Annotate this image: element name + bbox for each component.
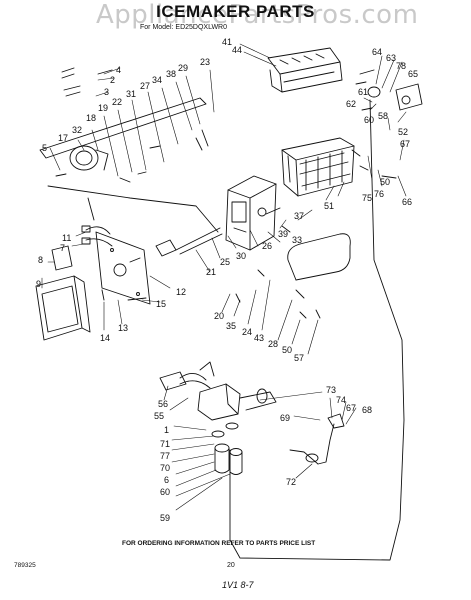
part-number-label: 52 (398, 127, 409, 137)
part-number-label: 78 (396, 61, 407, 71)
part-number-label: 23 (200, 57, 211, 67)
part-number-label: 57 (294, 353, 305, 363)
part-number-label: 6 (164, 475, 170, 485)
part-number-label: 64 (372, 47, 383, 57)
part-number-label: 30 (236, 251, 247, 261)
part-number-label: 27 (140, 81, 151, 91)
part-number-label: 76 (374, 189, 385, 199)
part-number-label: 32 (72, 125, 83, 135)
part-number-label: 17 (58, 133, 69, 143)
part-number-label: 9 (36, 279, 42, 289)
part-number-label: 71 (160, 439, 171, 449)
part-number-label: 43 (254, 333, 265, 343)
part-number-label: 55 (154, 411, 165, 421)
part-number-label: 4 (116, 65, 122, 75)
part-number-label: 62 (346, 99, 357, 109)
page-title: ICEMAKER PARTS (156, 2, 315, 21)
part-number-label: 2 (110, 75, 116, 85)
leader-lines (41, 43, 407, 511)
footer-code: 789325 (14, 562, 36, 569)
part-number-label: 69 (280, 413, 291, 423)
part-number-label: 60 (364, 115, 375, 125)
part-number-label: 37 (294, 211, 305, 221)
switch-block (51, 245, 73, 271)
part-number-label: 24 (242, 327, 253, 337)
part-number-label: 39 (278, 229, 289, 239)
part-number-label: 58 (378, 111, 389, 121)
part-number-label: 33 (292, 235, 303, 245)
part-number-label: 1 (164, 425, 170, 435)
part-number-label: 74 (336, 395, 347, 405)
part-number-label: 38 (166, 69, 177, 79)
part-number-label: 65 (408, 69, 419, 79)
filter-cups (211, 422, 243, 475)
part-number-label: 50 (282, 345, 293, 355)
footer-page-number: 20 (227, 562, 235, 569)
part-number-label: 75 (362, 193, 373, 203)
part-number-label: 72 (286, 477, 297, 487)
part-number-label: 35 (226, 321, 237, 331)
part-number-label: 21 (206, 267, 217, 277)
part-number-label: 59 (160, 513, 171, 523)
part-number-label: 50 (380, 177, 391, 187)
fill-tube (229, 99, 405, 561)
footer-ordering-note: FOR ORDERING INFORMATION REFER TO PARTS … (122, 540, 316, 547)
control-housing (225, 175, 277, 251)
ejector-housing (281, 137, 355, 197)
part-number-label: 7 (60, 243, 66, 253)
part-number-label: 70 (160, 463, 171, 473)
part-number-label: 18 (86, 113, 97, 123)
cover-box (35, 275, 91, 341)
wire-harness (81, 225, 211, 389)
part-number-label: 29 (178, 63, 189, 73)
motor (69, 145, 109, 171)
part-number-label: 12 (176, 287, 187, 297)
heater-element (155, 227, 223, 257)
part-number-label: 19 (98, 103, 109, 113)
part-number-label: 34 (152, 75, 163, 85)
water-valve (159, 361, 277, 421)
part-number-label: 56 (158, 399, 169, 409)
part-number-label: 51 (324, 201, 335, 211)
watermark: AppliancePartsPros.com (96, 0, 419, 30)
part-number-label: 26 (262, 241, 273, 251)
part-number-label: 22 (112, 97, 123, 107)
part-number-label: 73 (326, 385, 337, 395)
model-subtitle: For Model: ED25DQXLWR0 (140, 24, 228, 31)
part-number-label: 20 (214, 311, 225, 321)
mounting-plate (95, 231, 151, 305)
part-number-label: 44 (232, 45, 243, 55)
part-number-label: 14 (100, 333, 111, 343)
part-number-label: 13 (118, 323, 129, 333)
part-number-label: 60 (160, 487, 171, 497)
part-number-label: 41 (222, 37, 233, 47)
fasteners (55, 67, 397, 319)
part-number-label: 77 (160, 451, 171, 461)
part-number-label: 31 (126, 89, 137, 99)
part-number-label: 67 (400, 139, 411, 149)
thermostat-parts (355, 69, 423, 111)
part-number-label: 5 (42, 143, 48, 153)
part-number-label: 15 (156, 299, 167, 309)
part-number-label: 63 (386, 53, 397, 63)
part-number-label: 66 (402, 197, 413, 207)
part-number-label: 11 (62, 233, 72, 243)
part-number-label: 61 (358, 87, 369, 97)
tube-connector (289, 413, 345, 465)
footer-handwritten-mark: 1V1 8-7 (222, 580, 254, 590)
support-rail (39, 97, 219, 233)
ice-mold-top (267, 47, 343, 93)
part-number-label: 8 (38, 255, 44, 265)
part-number-label: 3 (104, 87, 110, 97)
part-number-label: 67 (346, 403, 357, 413)
part-number-label: 28 (268, 339, 279, 349)
part-number-label: 68 (362, 405, 373, 415)
part-number-label: 25 (220, 257, 231, 267)
